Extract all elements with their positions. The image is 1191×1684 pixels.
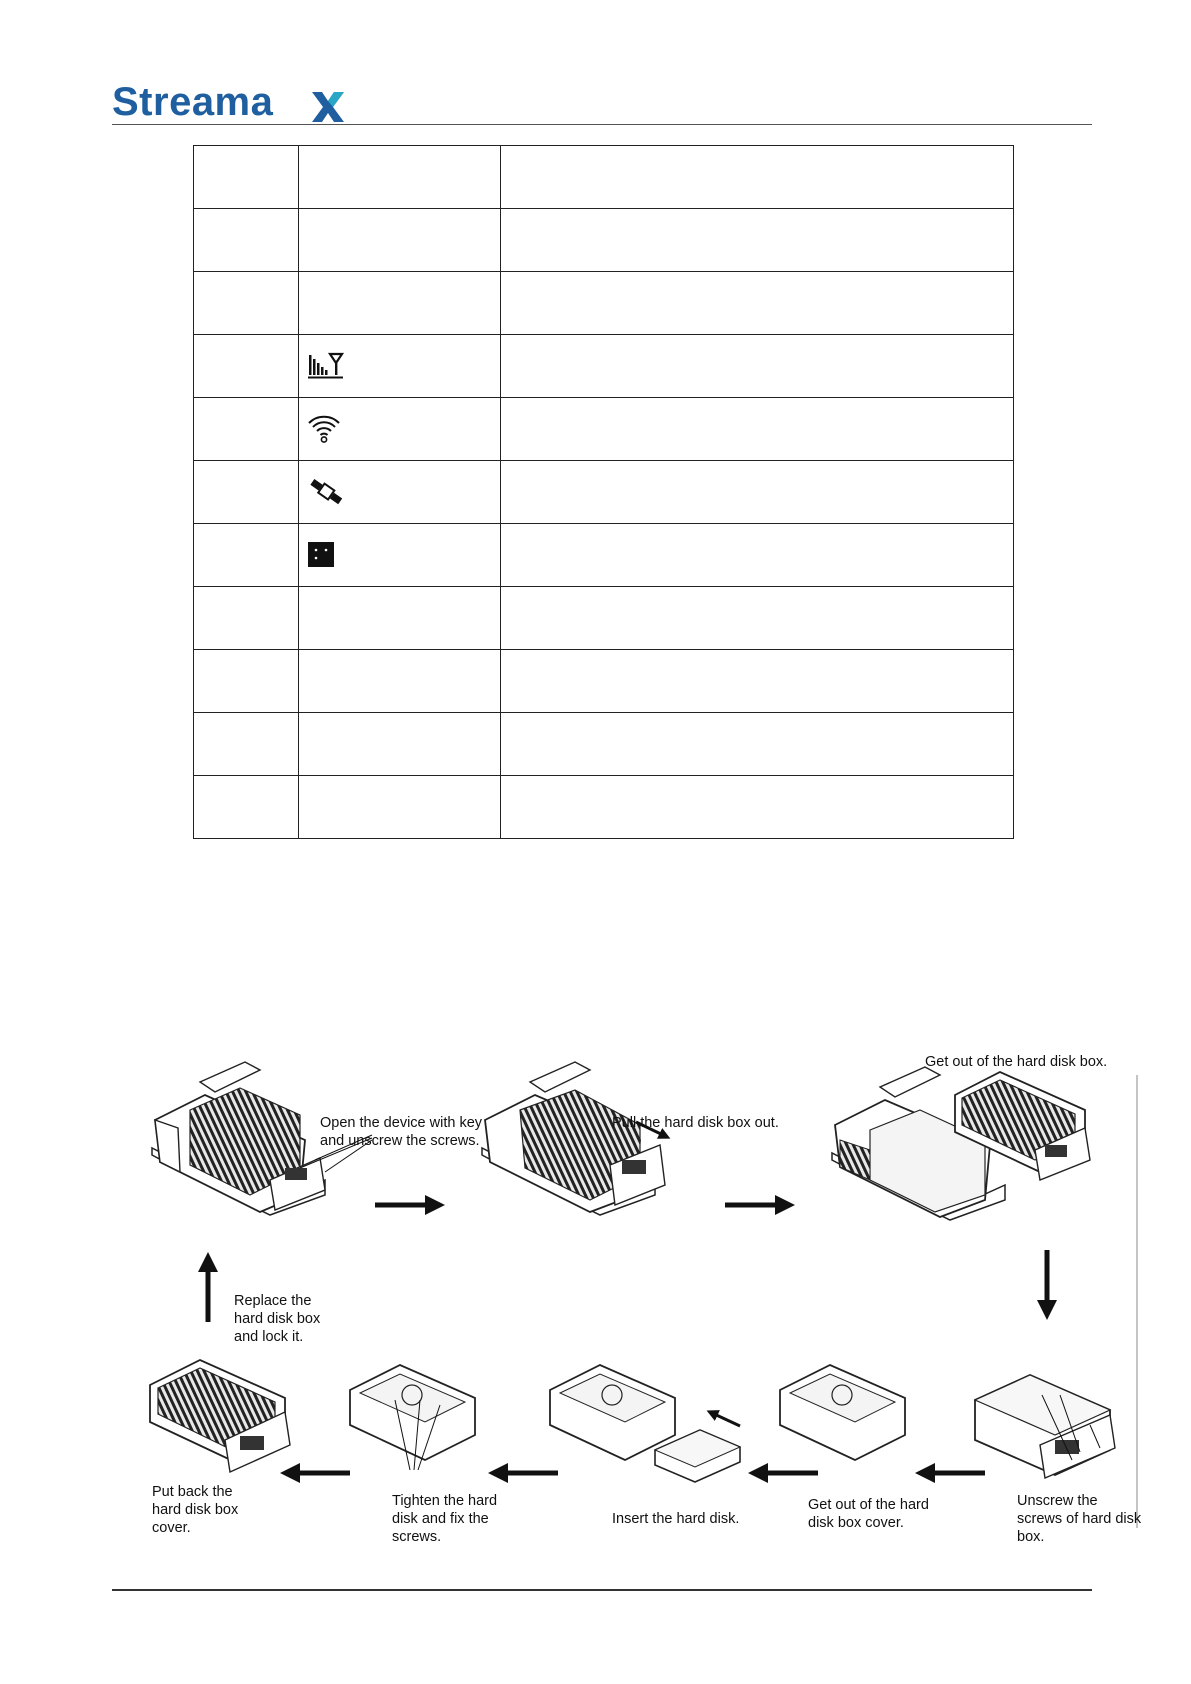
- step-replace-caption: Replace the hard disk box and lock it.: [234, 1292, 320, 1346]
- step-insert-caption: Insert the hard disk.: [612, 1510, 739, 1528]
- step-get-cover-caption: Get out of the hard disk box cover.: [808, 1496, 929, 1532]
- step-tighten-caption: Tighten the hard disk and fix the screws…: [392, 1492, 497, 1546]
- step-pull-caption: Pull the hard disk box out.: [612, 1114, 779, 1132]
- footer-divider: [112, 1589, 1092, 1591]
- step-get-out-caption: Get out of the hard disk box.: [925, 1053, 1107, 1071]
- closed-box-illustration: [150, 1360, 290, 1472]
- tray-insert-illustration: [550, 1365, 675, 1460]
- step-put-back-caption: Put back the hard disk box cover.: [152, 1483, 238, 1537]
- device-pulled-illustration: [482, 1062, 665, 1215]
- box-screws-illustration: [975, 1375, 1115, 1478]
- open-tray-illustration: [780, 1365, 905, 1460]
- device-closed-illustration: [152, 1062, 325, 1215]
- tray-tighten-illustration: [350, 1365, 475, 1460]
- step-unscrew-caption: Unscrew the screws of hard disk box.: [1017, 1492, 1141, 1546]
- step-open-caption: Open the device with key and unscrew the…: [320, 1114, 482, 1150]
